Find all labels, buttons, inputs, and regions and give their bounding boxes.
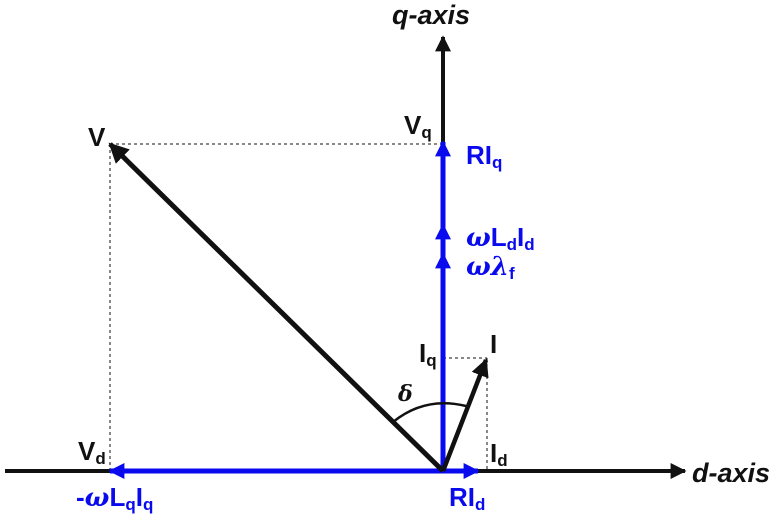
vd-label: Vd <box>78 436 106 468</box>
phasor-v <box>108 142 445 473</box>
q-axis-label: q-axis <box>392 0 470 30</box>
iq-label: Iq <box>419 338 437 370</box>
wldid-label: ωLdId <box>466 222 535 254</box>
delta-arc <box>392 402 467 423</box>
rid-label: RId <box>449 482 485 514</box>
i-label: I <box>490 329 497 359</box>
d-axis-label: d-axis <box>692 458 770 488</box>
delta-label: δ <box>397 381 413 407</box>
phasor-i <box>440 358 489 472</box>
v-label: V <box>88 122 106 152</box>
riq-label: RIq <box>466 140 502 172</box>
wlf-label: ωλf <box>466 252 515 283</box>
vq-label: Vq <box>404 110 432 142</box>
wlqiq-label: -ωLqIq <box>76 482 153 514</box>
id-label: Id <box>490 438 508 470</box>
